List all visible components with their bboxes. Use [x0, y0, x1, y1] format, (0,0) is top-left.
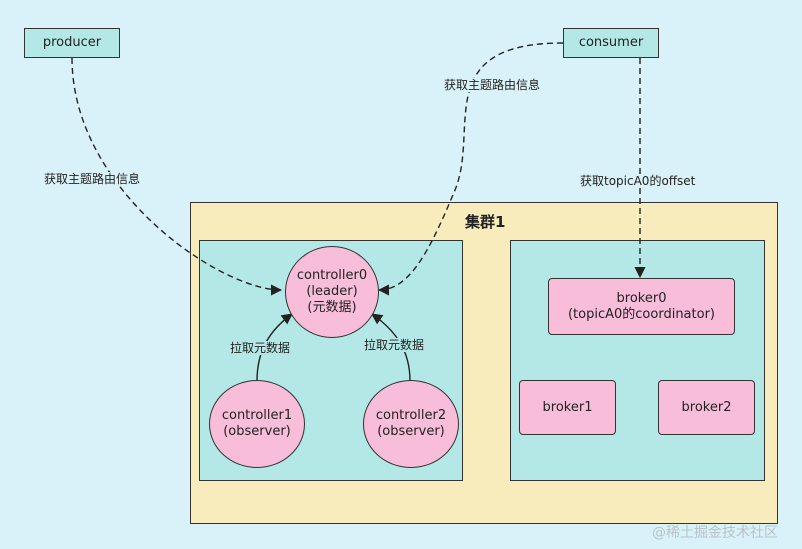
controller0-desc: (元数据) [307, 300, 357, 315]
broker0-node: broker0 (topicA0的coordinator) [548, 278, 735, 335]
cluster-title: 集群1 [465, 213, 506, 231]
broker2-node: broker2 [658, 380, 755, 435]
broker0-role: (topicA0的coordinator) [567, 306, 715, 322]
edge-label-consumer-route: 获取主题路由信息 [442, 78, 543, 92]
controller2-name: controller2 [375, 408, 447, 423]
broker0-name: broker0 [616, 290, 667, 306]
producer-node: producer [24, 28, 120, 58]
broker1-node: broker1 [519, 380, 616, 435]
consumer-node: consumer [563, 28, 659, 58]
edge-label-producer: 获取主题路由信息 [42, 172, 143, 186]
edge-label-consumer-offset: 获取topicA0的offset [578, 174, 698, 188]
edge-producer-controller0 [71, 57, 283, 296]
controller0-name: controller0 [296, 268, 368, 283]
controller1-node: controller1 (observer) [209, 380, 305, 468]
controller0-role: (leader) [306, 284, 358, 299]
watermark: @稀土掘金技术社区 [652, 525, 778, 541]
controller2-node: controller2 (observer) [363, 380, 459, 468]
broker1-name: broker1 [542, 399, 593, 415]
controller0-node: controller0 (leader) (元数据) [285, 246, 379, 338]
controller2-role: (observer) [377, 424, 445, 439]
controller1-name: controller1 [221, 408, 293, 423]
edge-consumer-controller0 [377, 42, 564, 296]
broker2-name: broker2 [681, 399, 732, 415]
producer-label: producer [42, 35, 102, 50]
edge-label-pull-metadata-2: 拉取元数据 [362, 338, 427, 352]
consumer-label: consumer [578, 35, 644, 50]
controller1-role: (observer) [223, 424, 291, 439]
edge-label-pull-metadata-1: 拉取元数据 [228, 341, 293, 355]
